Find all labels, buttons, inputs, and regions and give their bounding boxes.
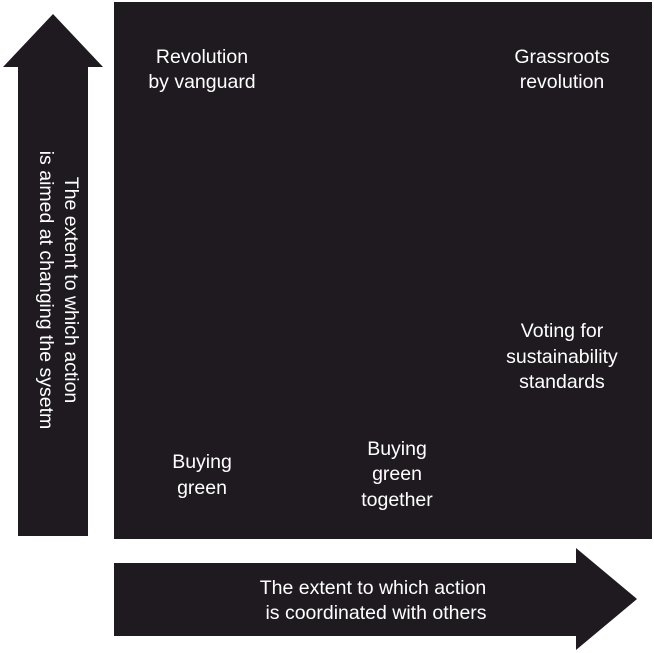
label-line: Revolution (156, 46, 248, 68)
label-revolution-by-vanguard: Revolution by vanguard (148, 46, 255, 93)
label-line: standards (519, 371, 605, 393)
horizontal-axis-label: The extent to which action is coordinate… (260, 577, 487, 624)
vertical-axis-label-line-1: The extent to which action (60, 177, 82, 404)
label-line: sustainability (506, 346, 618, 368)
label-line: green (372, 463, 422, 485)
label-line: Buying (367, 438, 427, 460)
vertical-axis-label: The extent to which action is aimed at c… (35, 151, 82, 430)
label-line: Grassroots (514, 46, 610, 68)
label-line: Voting for (521, 320, 604, 342)
horizontal-axis-label-line-1: The extent to which action (260, 577, 487, 599)
label-buying-green-together: Buying green together (361, 438, 433, 511)
quadrant-square (114, 2, 652, 539)
horizontal-axis-label-line-2: is coordinated with others (265, 602, 486, 624)
vertical-axis-label-line-2: is aimed at changing the sysetm (35, 151, 57, 430)
label-line: revolution (520, 71, 605, 93)
label-line: Buying (172, 451, 232, 473)
horizontal-axis-arrow (114, 548, 637, 650)
label-line: by vanguard (148, 71, 255, 93)
label-line: together (361, 489, 433, 511)
label-voting-for-sustainability-standards: Voting for sustainability standards (506, 320, 618, 393)
label-grassroots-revolution: Grassroots revolution (514, 46, 610, 93)
label-buying-green: Buying green (172, 451, 232, 499)
label-line: green (177, 477, 227, 499)
vertical-axis-arrow (3, 14, 103, 536)
